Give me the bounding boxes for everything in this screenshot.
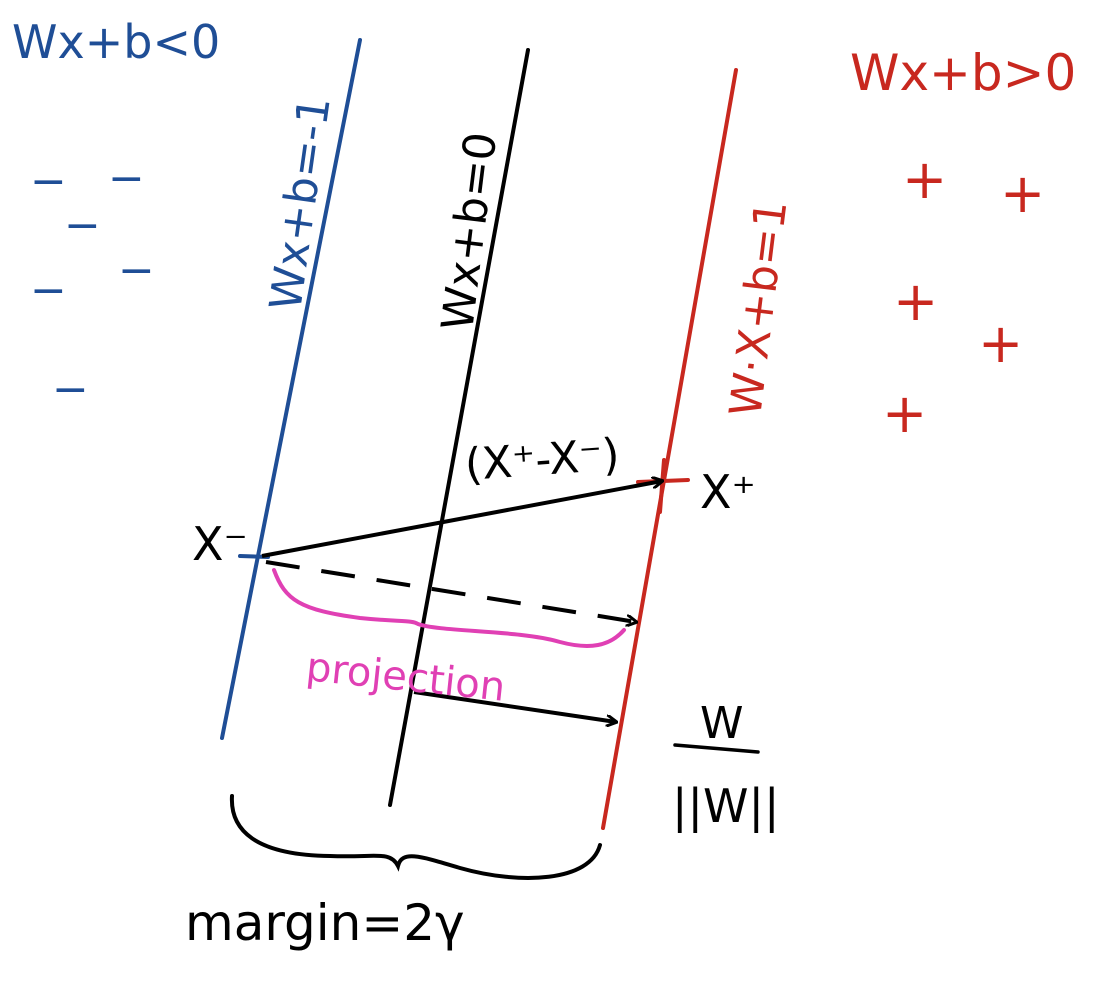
margin-label: margin=2γ [185,894,465,952]
unit-normal-numerator: W [700,698,744,749]
margin-brace [229,794,602,880]
unit-normal-denominator: ||W|| [672,779,779,834]
x-plus-label: X⁺ [700,465,756,519]
projection-dashed-arrow [265,560,636,622]
difference-label: (X⁺-X⁻) [463,429,621,491]
positive-hyperplane-label: W·X+b=1 [720,197,797,419]
negative-point: − [30,265,67,316]
negative-point: − [52,364,89,415]
positive-point: + [978,312,1023,375]
positive-point: + [1000,162,1045,225]
negative-point: − [108,153,145,204]
unit-normal-fraction-bar [673,743,760,754]
negative-point: − [30,156,67,207]
positive-region-label: Wx+b>0 [850,44,1076,102]
projection-brace [272,568,626,648]
positive-point: + [893,270,938,333]
negative-region-label: Wx+b<0 [12,15,220,69]
x-plus-point-v [658,458,666,514]
negative-hyperplane-line [220,38,362,740]
projection-label: projection [304,644,507,711]
unit-normal-arrow [413,690,616,722]
difference-vector-arrow [261,481,662,558]
x-minus-label: X⁻ [192,517,248,571]
positive-point: + [882,382,927,445]
positive-point: + [902,148,947,211]
negative-point: − [118,245,155,296]
positive-hyperplane-line [601,68,738,830]
decision-boundary-line [388,48,530,807]
negative-point: − [64,200,101,251]
